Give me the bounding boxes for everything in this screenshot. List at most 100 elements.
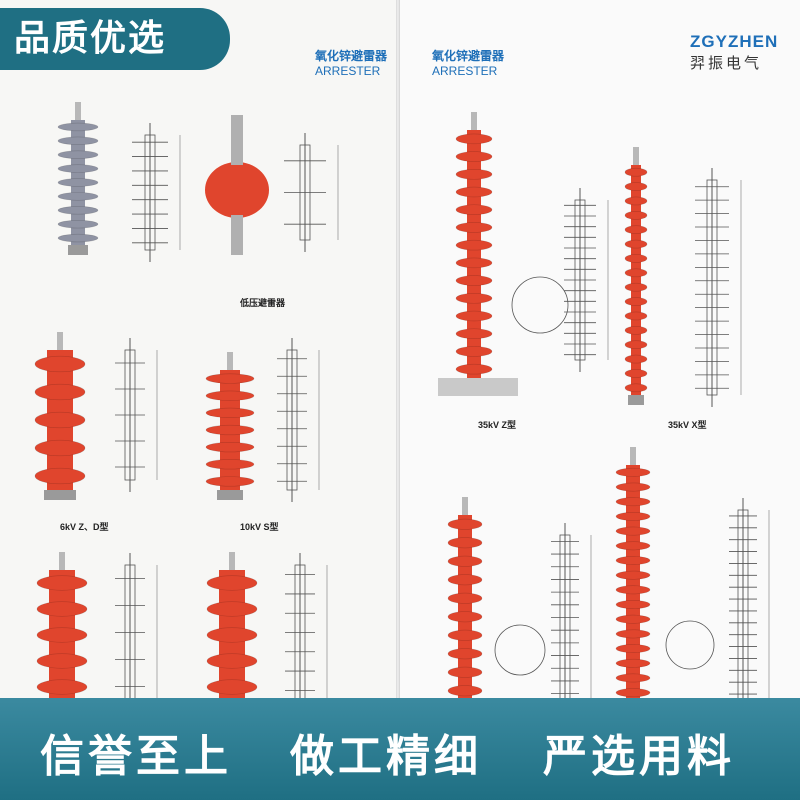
bottom-arrester-photo-b-shed: [615, 570, 651, 580]
35kv-x-arrester-photo-shed: [624, 354, 648, 364]
6kv-arrester-photo-lower-shed: [36, 601, 88, 617]
35kv-z-arrester-photo-shed: [455, 275, 493, 286]
35kv-z-arrester-photo-shed: [455, 239, 493, 251]
bottom-arrester-photo-b-terminal: [630, 447, 636, 467]
35kv-z-arrester-photo-shed: [455, 257, 493, 269]
grey-arrester-photo-base: [68, 245, 88, 255]
bottom-arrester-photo-b-shed: [615, 541, 651, 551]
bottom-flange-drawing-b: [665, 620, 715, 670]
bottom-arrester-photo-b-shed: [615, 614, 651, 624]
10kv-arrester-photo-base: [217, 490, 243, 500]
35kv-x-arrester-photo-shed: [624, 383, 648, 393]
35kv-x-arrester-photo-terminal: [633, 147, 639, 167]
10kv-arrester-photo-lower-shed: [206, 627, 258, 643]
35kv-x-arrester-photo-shed: [624, 340, 648, 350]
6kv-arrester-photo-lower-terminal: [59, 552, 65, 572]
slogan-reputation: 信誉至上: [40, 731, 232, 782]
6kv-arrester-photo-shed: [34, 383, 86, 401]
right-page-header: 氧化锌避雷器 ARRESTER: [432, 47, 504, 78]
grey-arrester-photo-shed: [57, 219, 99, 229]
6kv-arrester-photo-lower-shed: [36, 679, 88, 695]
bottom-arrester-photo-a-shed: [447, 592, 483, 604]
bottom-arrester-photo-b-shed: [615, 644, 651, 654]
35kv-z-arrester-photo-core: [467, 130, 481, 378]
10kv-arrester-photo-terminal: [227, 352, 233, 372]
10kv-arrester-photo-lower-shed: [206, 653, 258, 669]
35kv-z-arrester-photo-shed: [455, 293, 493, 304]
35kv-x-arrester-photo-shed: [624, 225, 648, 235]
35kv-x-arrester-photo-shed: [624, 369, 648, 378]
bottom-arrester-photo-b-shed: [615, 600, 651, 609]
bottom-flange-drawing-a: [494, 624, 546, 676]
10kv-arrester-photo-shed: [205, 459, 255, 470]
bottom-arrester-photo-b-shed: [615, 482, 651, 492]
right-header-cn: 氧化锌避雷器: [432, 49, 505, 63]
caption-35kv-z: 35kV Z型: [478, 420, 517, 430]
35kv-z-arrester-photo-shed: [455, 346, 493, 357]
10kv-arrester-photo-shed: [205, 390, 255, 401]
35kv-z-arrester-photo-shed: [455, 204, 493, 215]
page-gutter: [396, 0, 400, 800]
grey-arrester-photo-terminal: [75, 102, 81, 122]
bottom-arrester-photo-b-shed: [615, 629, 651, 639]
bottom-arrester-photo-b-shed: [615, 585, 651, 595]
left-page-header: 氧化锌避雷器 ARRESTER: [315, 47, 387, 78]
6kv-arrester-photo-shed: [34, 411, 86, 429]
bottom-arrester-photo-a-shed: [447, 537, 483, 549]
35kv-z-flange-drawing: [511, 276, 569, 334]
6kv-arrester-photo-lower-shed: [36, 653, 88, 669]
6kv-arrester-photo-base: [44, 490, 76, 500]
35kv-x-arrester-photo-base: [628, 395, 644, 405]
brand-logo-cn: 羿振电气: [690, 55, 763, 72]
10kv-arrester-photo-shed: [205, 442, 255, 453]
35kv-z-arrester-photo-shed: [455, 169, 493, 180]
35kv-x-arrester-photo-shed: [624, 311, 648, 321]
grey-arrester-photo-shed: [57, 206, 99, 215]
quality-badge: 品质优选: [0, 8, 230, 70]
bottom-arrester-photo-b-shed: [615, 497, 651, 507]
bottom-arrester-photo-b-shed: [615, 688, 651, 698]
bottom-arrester-photo-b-shed: [615, 526, 651, 536]
bottom-arrester-photo-a-shed: [447, 629, 483, 641]
6kv-arrester-photo-terminal: [57, 332, 63, 352]
35kv-x-arrester-photo-core: [631, 165, 641, 395]
grey-arrester-drawing-body: [144, 134, 156, 251]
35kv-x-arrester-photo-shed: [624, 268, 648, 278]
footer-banner: 信誉至上 做工精细 严选用料: [0, 698, 800, 800]
10kv-arrester-photo-lower-shed: [206, 679, 258, 695]
35kv-x-arrester-photo-shed: [624, 325, 648, 335]
slogan-workmanship: 做工精细: [290, 731, 482, 782]
caption-6kv: 6kV Z、D型: [60, 522, 109, 532]
35kv-z-arrester-photo-shed: [455, 222, 493, 233]
bottom-arrester-photo-a-shed: [447, 685, 483, 697]
35kv-z-arrester-photo-shed: [455, 186, 493, 198]
10kv-arrester-photo-shed: [205, 373, 255, 384]
bottom-arrester-photo-b-shed: [615, 658, 651, 668]
grey-arrester-photo-shed: [57, 233, 99, 243]
low-voltage-arrester-stud: [231, 115, 243, 165]
bottom-arrester-photo-a-shed: [447, 611, 483, 623]
10kv-arrester-photo-lower-shed: [206, 601, 258, 617]
left-header-cn: 氧化锌避雷器: [315, 49, 388, 63]
35kv-z-arrester-photo-shed: [455, 310, 493, 322]
bottom-arrester-photo-b-shed: [615, 673, 651, 683]
left-header-en: ARRESTER: [315, 64, 381, 78]
low-voltage-arrester-stud: [231, 215, 243, 255]
6kv-arrester-photo-shed: [34, 467, 86, 485]
bottom-arrester-photo-b-shed: [615, 511, 651, 521]
low-voltage-arrester-photo: [205, 162, 269, 218]
bottom-arrester-photo-b-shed: [615, 556, 651, 565]
right-header-en: ARRESTER: [432, 64, 498, 78]
35kv-z-arrester-photo-shed: [455, 133, 493, 145]
35kv-x-arrester-photo-shed: [624, 167, 648, 177]
35kv-x-arrester-photo-shed: [624, 282, 648, 292]
grey-arrester-photo-shed: [57, 150, 99, 159]
35kv-x-arrester-photo-shed: [624, 254, 648, 263]
10kv-arrester-photo-shed: [205, 407, 255, 418]
bottom-arrester-photo-a-shed: [447, 666, 483, 678]
10kv-arrester-photo-lower-terminal: [229, 552, 235, 572]
grey-arrester-photo-shed: [57, 164, 99, 173]
10kv-arrester-drawing-body: [286, 349, 298, 491]
